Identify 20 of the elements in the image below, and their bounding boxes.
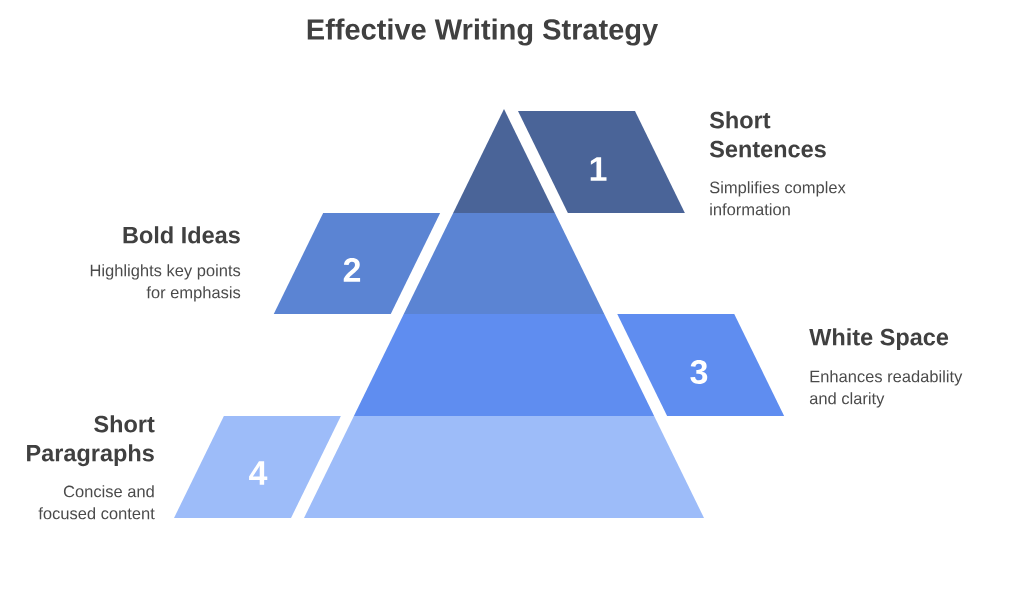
pyramid-tier	[453, 109, 555, 213]
node-label: 2	[343, 258, 361, 282]
step-heading: White Space	[809, 328, 949, 351]
numbered-parallelogram: 1	[518, 111, 685, 213]
numbered-parallelogram: 2	[273, 213, 441, 314]
step-heading: Short Sentences	[709, 111, 826, 158]
step-description: Highlights key points for emphasis	[90, 264, 241, 302]
numbered-parallelogram: 4	[174, 416, 341, 518]
step-description: Simplifies complex information	[709, 181, 846, 216]
pyramid-tier	[403, 213, 605, 314]
step-heading: Bold Ideas	[123, 226, 240, 244]
pyramid-tier	[353, 314, 655, 416]
step-heading: Short Paragraphs	[27, 415, 155, 467]
node-label: 1	[590, 157, 607, 181]
node-label: 4	[249, 461, 268, 485]
step-description: Concise and focused content	[38, 485, 155, 520]
node-label: 3	[690, 359, 708, 385]
numbered-parallelogram: 3	[617, 314, 785, 416]
title: Effective Writing Strategy	[307, 18, 658, 46]
step-description: Enhances readability and clarity	[809, 370, 963, 408]
